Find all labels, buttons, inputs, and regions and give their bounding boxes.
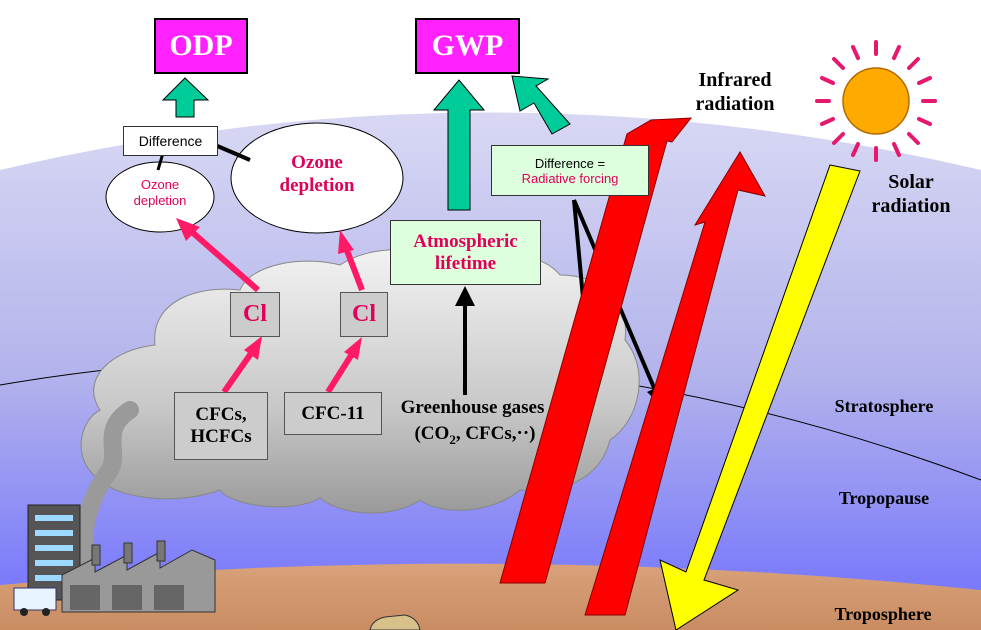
ozone-depletion-small-label: Ozone depletion [133, 177, 187, 208]
gwp-label: GWP [431, 29, 504, 62]
gwp-box: GWP [415, 18, 520, 74]
chlorine-box-left: Cl [230, 292, 280, 337]
odp-label: ODP [169, 29, 233, 62]
troposphere-label: Troposphere [834, 604, 932, 624]
chlorine-box-right: Cl [340, 292, 388, 337]
earth-ground [0, 563, 981, 630]
infrared-arrow-left [499, 117, 693, 584]
cfcs-hcfcs-box: CFCs, HCFCs [174, 392, 268, 460]
car-icon [369, 614, 421, 630]
atmospheric-lifetime-label: Atmospheric lifetime [413, 230, 518, 274]
solar-radiation-label: Solar radiation [871, 171, 951, 217]
greenhouse-gases-list: (CO2, CFCs,··) [400, 423, 550, 447]
chlorine-label-right: Cl [352, 301, 376, 327]
ghg-list-rest: , CFCs,··) [455, 423, 536, 444]
odp-box: ODP [154, 18, 248, 74]
forcing-difference-label: Difference = [534, 155, 606, 171]
ozone-difference-label: Difference [138, 133, 203, 149]
difference-connector [214, 143, 251, 162]
ozone-depletion-large-label: Ozone depletion [279, 152, 355, 196]
solar-arrow [659, 164, 861, 630]
chlorine-label-left: Cl [243, 301, 267, 327]
ghg-list-open: (CO [414, 423, 450, 444]
factory-icon [13, 504, 216, 616]
ghg-list-subscript: 2 [449, 431, 456, 447]
teal-arrow-odp [161, 77, 210, 118]
factory-smoke [75, 401, 139, 569]
ozone-difference-box: Difference [123, 126, 218, 156]
stratosphere-label: Stratosphere [834, 396, 934, 416]
teal-arrow-gwp-left [432, 79, 486, 211]
cfc11-label: CFC-11 [301, 402, 365, 424]
atmospheric-lifetime-box: Atmospheric lifetime [390, 220, 541, 285]
infrared-arrow-right [584, 151, 766, 616]
teal-arrow-gwp-right [511, 75, 571, 135]
radiative-forcing-box: Difference = Radiative forcing [491, 145, 649, 196]
cfcs-hcfcs-label: CFCs, HCFCs [190, 404, 252, 447]
radiative-forcing-label: Radiative forcing [521, 170, 619, 186]
pink-arrows [176, 218, 365, 394]
infrared-radiation-label: Infrared radiation [695, 69, 775, 115]
ozone-depletion-large-ellipse [230, 122, 404, 234]
sun-icon [815, 40, 937, 162]
tropopause-label: Tropopause [838, 488, 930, 508]
cfc11-box: CFC-11 [284, 392, 382, 435]
greenhouse-gases-label: Greenhouse gases [400, 397, 545, 418]
